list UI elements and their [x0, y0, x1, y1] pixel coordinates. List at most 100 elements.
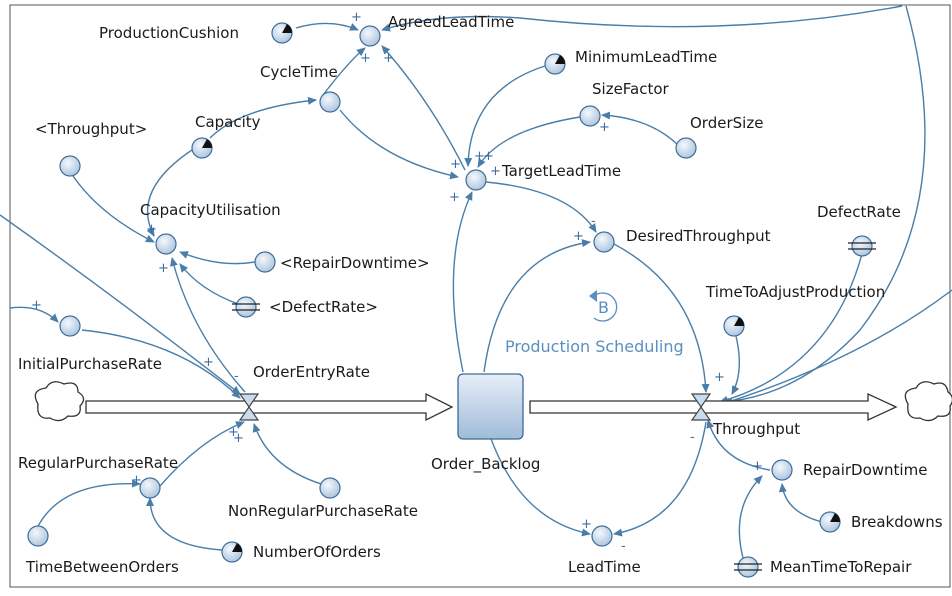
- target-lead-time-node[interactable]: [465, 169, 487, 191]
- sign-plus: +: [233, 431, 244, 446]
- label-lead-time: LeadTime: [568, 558, 641, 576]
- throughput-shadow-node[interactable]: [59, 155, 81, 177]
- sign-plus: +: [450, 157, 461, 172]
- link-orderbacklog-desiredthroughput: [483, 239, 591, 373]
- label-non-regular-purchase-rate: NonRegularPurchaseRate: [228, 502, 418, 520]
- link-orderbacklog-leadtime: [489, 435, 591, 537]
- minimum-lead-time-node[interactable]: [544, 53, 566, 75]
- sign-plus: +: [360, 51, 371, 66]
- desired-throughput-node[interactable]: [593, 231, 615, 253]
- label-cycle-time: CycleTime: [260, 63, 338, 81]
- label-desired-throughput: DesiredThroughput: [626, 227, 771, 245]
- lead-time-node[interactable]: [591, 525, 613, 547]
- sign-minus: -: [234, 369, 239, 384]
- agreed-lead-time-node[interactable]: [359, 25, 381, 47]
- lookup-nodes: [232, 235, 876, 578]
- mean-time-to-repair-node[interactable]: [734, 556, 762, 578]
- defect-rate-shadow-node[interactable]: [232, 296, 260, 318]
- outflow-pipe: [529, 392, 898, 422]
- link-top-agreedleadtime: [381, 5, 903, 32]
- link-throughputshadow-capacityutilisation: [72, 175, 155, 243]
- link-orderentryrate-capacityutilisation: [170, 257, 246, 393]
- sign-plus: +: [158, 261, 169, 276]
- label-breakdowns: Breakdowns: [851, 513, 943, 531]
- link-defectrateshadow-capacityutilisation: [179, 263, 239, 305]
- repair-downtime-shadow-node[interactable]: [254, 251, 276, 273]
- link-targetleadtime-desiredthroughput: [485, 181, 597, 233]
- time-to-adjust-production-node[interactable]: [723, 315, 745, 337]
- label-target-lead-time: TargetLeadTime: [501, 162, 621, 180]
- label-defect-rate: DefectRate: [817, 203, 901, 221]
- repair-downtime-node[interactable]: [771, 459, 793, 481]
- label-agreed-lead-time: AgreedLeadTime: [388, 13, 514, 31]
- inflow-pipe: [85, 392, 454, 422]
- link-meantimetorepair-repairdowntime: [738, 475, 763, 566]
- auxiliary-nodes: [27, 25, 793, 547]
- link-right-throughput: [721, 289, 952, 406]
- initial-purchase-rate-node[interactable]: [59, 315, 81, 337]
- label-time-between-orders: TimeBetweenOrders: [25, 558, 179, 576]
- sign-minus: -: [591, 214, 596, 229]
- label-mean-time-to-repair: MeanTimeToRepair: [770, 558, 912, 576]
- sign-plus: +: [752, 459, 763, 474]
- loop-letter: B: [598, 298, 609, 317]
- label-repair-downtime: RepairDowntime: [803, 461, 927, 479]
- constant-nodes: [191, 22, 841, 563]
- order-size-node[interactable]: [675, 137, 697, 159]
- label-order-size: OrderSize: [690, 114, 763, 132]
- label-capacity-utilisation: CapacityUtilisation: [140, 201, 281, 219]
- link-orderbacklog-targetleadtime: [452, 191, 473, 373]
- link-left-orderentryrate: [0, 214, 241, 395]
- breakdowns-node[interactable]: [819, 511, 841, 533]
- link-nonregularpurchaserate-orderentryrate: [252, 423, 329, 487]
- time-between-orders-node[interactable]: [27, 525, 49, 547]
- label-repair-downtime-shadow: <RepairDowntime>: [280, 254, 430, 272]
- sign-plus: +: [31, 298, 42, 313]
- diagram-frame: [9, 4, 951, 588]
- capacity-node[interactable]: [191, 137, 213, 159]
- link-breakdowns-repairdowntime: [778, 483, 823, 523]
- sign-plus: +: [490, 164, 501, 179]
- link-repairdowntimeshadow-capacityutilisation: [179, 251, 256, 265]
- link-timetoadjust-throughput: [731, 331, 741, 395]
- sink-cloud: [904, 381, 952, 422]
- label-capacity: Capacity: [195, 113, 261, 131]
- link-cycletime-targetleadtime: [339, 109, 459, 180]
- sign-plus: +: [581, 517, 592, 532]
- number-of-orders-node[interactable]: [221, 541, 243, 563]
- sign-plus: +: [573, 229, 584, 244]
- variable-labels: ProductionCushion AgreedLeadTime CycleTi…: [18, 13, 943, 576]
- sign-plus: +: [714, 370, 725, 385]
- defect-rate-node[interactable]: [848, 235, 876, 257]
- sign-plus: +: [351, 10, 362, 25]
- link-regularpurchaserate-orderentryrate: [159, 421, 245, 487]
- causal-links: [0, 5, 952, 566]
- link-capacity-capacityutilisation: [146, 147, 196, 237]
- non-regular-purchase-rate-node[interactable]: [319, 477, 341, 499]
- link-initialpurchaserate-orderentryrate: [81, 329, 241, 399]
- link-ordersize-sizefactor: [601, 111, 679, 146]
- sign-plus: +: [383, 51, 394, 66]
- link-throughput-leadtime: [613, 421, 707, 537]
- link-desiredthroughput-throughput: [613, 243, 710, 393]
- label-throughput-shadow: <Throughput>: [35, 120, 147, 138]
- label-time-to-adjust-production: TimeToAdjustProduction: [705, 283, 885, 301]
- label-order-backlog: Order_Backlog: [431, 455, 540, 474]
- order-entry-rate-valve[interactable]: [238, 393, 260, 421]
- order-backlog-stock[interactable]: [457, 373, 524, 440]
- link-defectrate-throughput: [719, 253, 863, 404]
- link-productioncushion-agreedleadtime: [295, 22, 359, 31]
- cycle-time-node[interactable]: [319, 91, 341, 113]
- link-minimumleadtime-targetleadtime: [464, 65, 546, 167]
- label-order-entry-rate: OrderEntryRate: [253, 363, 370, 381]
- production-cushion-node[interactable]: [271, 22, 293, 44]
- loop-name: Production Scheduling: [505, 337, 684, 356]
- size-factor-node[interactable]: [579, 105, 601, 127]
- capacity-utilisation-node[interactable]: [155, 233, 177, 255]
- throughput-valve[interactable]: [690, 393, 712, 421]
- balancing-loop-marker: B Production Scheduling: [505, 290, 684, 356]
- regular-purchase-rate-node[interactable]: [139, 477, 161, 499]
- label-size-factor: SizeFactor: [592, 80, 670, 98]
- label-production-cushion: ProductionCushion: [99, 24, 239, 42]
